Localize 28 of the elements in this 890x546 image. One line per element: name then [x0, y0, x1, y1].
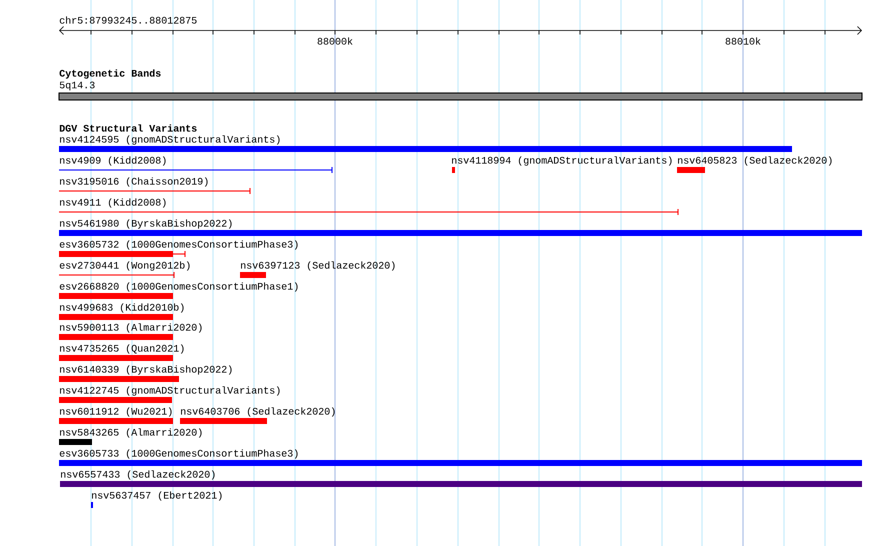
variant-label: esv2668820 (1000GenomesConsortiumPhase1) [60, 282, 298, 292]
scale-label: 88000k [318, 37, 352, 45]
variant-label: esv3605733 (1000GenomesConsortiumPhase3) [60, 449, 298, 459]
scale-label: 88010k [726, 37, 760, 45]
variant-label: nsv4911 (Kidd2008) [60, 198, 166, 208]
variant-label: nsv3195016 (Chaisson2019) [60, 177, 208, 187]
variant-label: nsv4909 (Kidd2008) [60, 156, 166, 166]
section-heading: Cytogenetic Bands [60, 69, 161, 79]
variant-label: nsv4122745 (gnomADStructuralVariants) [60, 386, 280, 396]
variant-label: nsv6557433 (Sedlazeck2020) [61, 470, 215, 480]
variant-label: esv2730441 (Wong2012b) [60, 261, 190, 271]
variant-label: nsv6397123 (Sedlazeck2020) [241, 261, 395, 271]
variant-label: nsv5843265 (Almarri2020) [60, 428, 202, 438]
variant-label: nsv6403706 (Sedlazeck2020) [181, 407, 335, 417]
band-label: 5q14.3 [60, 82, 95, 90]
variant-label: nsv6140339 (ByrskaBishop2022) [60, 365, 232, 375]
variant-label: nsv4735265 (Quan2021) [60, 344, 184, 354]
variant-label: nsv5900113 (Almarri2020) [60, 323, 202, 333]
variant-label: nsv6405823 (Sedlazeck2020) [678, 156, 832, 166]
variant-label: nsv5461980 (ByrskaBishop2022) [60, 219, 232, 229]
location-label: chr5:87993245..88012875 [60, 16, 197, 24]
variant-label: nsv5637457 (Ebert2021) [92, 491, 222, 501]
section-heading: DGV Structural Variants [60, 124, 197, 132]
variant-label: nsv4118994 (gnomADStructuralVariants) [452, 156, 672, 166]
variant-label: nsv4124595 (gnomADStructuralVariants) [60, 135, 280, 145]
variant-label: nsv6011912 (Wu2021) [60, 407, 172, 417]
variant-label: nsv499683 (Kidd2010b) [60, 303, 184, 313]
variant-label: esv3605732 (1000GenomesConsortiumPhase3) [60, 240, 298, 250]
